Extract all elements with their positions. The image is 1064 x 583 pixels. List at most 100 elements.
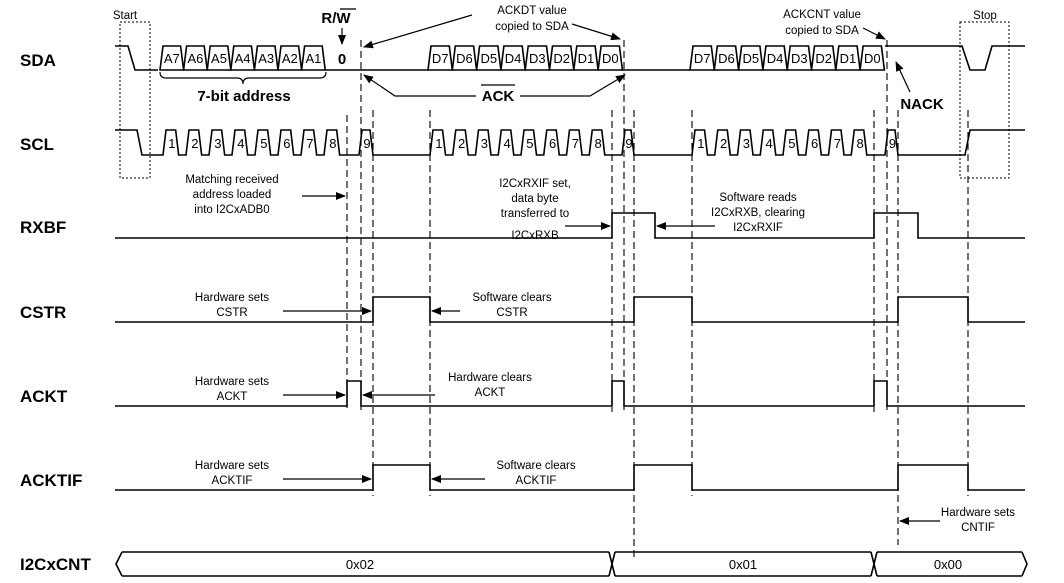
clock-number: 7 <box>572 136 579 151</box>
address-bit-cell <box>206 45 232 71</box>
data-bit-byte2-label: D3 <box>791 51 808 66</box>
data-bit-byte1-label: D6 <box>456 51 473 66</box>
clock-number: 7 <box>834 136 841 151</box>
sw-reads-annotation-3: I2CxRXIF <box>733 222 783 234</box>
hw-sets-cstr-2: CSTR <box>216 307 247 319</box>
clock-number: 1 <box>697 136 704 151</box>
address-bit-cell <box>253 45 279 71</box>
data-bit-byte1-label: D2 <box>553 51 570 66</box>
matching-annotation-1: Matching received <box>185 174 278 186</box>
scl-waveform <box>115 129 1025 156</box>
ackdt-arrow-right <box>571 23 621 41</box>
acktif-waveform <box>115 464 1025 491</box>
address-bit-cell <box>277 45 303 71</box>
data-bit-byte2-cell <box>786 45 813 71</box>
clock-number: 1 <box>435 136 442 151</box>
signal-label-rxbf: RXBF <box>20 218 66 237</box>
clock-number: 9 <box>363 136 370 151</box>
start-label: Start <box>113 10 138 22</box>
clock-number: 4 <box>237 136 244 151</box>
address-bit-cell <box>229 45 256 71</box>
clock-number: 1 <box>168 136 175 151</box>
signal-label-scl: SCL <box>20 135 54 154</box>
clock-number: 5 <box>260 136 267 151</box>
rxbf-waveform <box>115 212 1025 239</box>
stop-condition-box <box>959 21 1010 179</box>
clock-number: 3 <box>743 136 750 151</box>
address-bit-label: A4 <box>235 51 251 66</box>
sw-clears-cstr-2: CSTR <box>496 307 527 319</box>
data-bit-byte1-label: D5 <box>480 51 497 66</box>
data-bit-byte1-cell <box>475 45 502 71</box>
clock-number: 6 <box>283 136 290 151</box>
data-bit-byte2-label: D7 <box>694 51 711 66</box>
ackcnt-annotation-2: copied to SDA <box>785 25 859 37</box>
rxif-annotation-1: I2CxRXIF set, <box>499 178 571 190</box>
sw-clears-acktif-2: ACKTIF <box>516 475 557 487</box>
data-bit-byte2-label: D4 <box>767 51 784 66</box>
data-bit-byte1-cell <box>427 45 454 71</box>
sda-waveform <box>115 45 1025 71</box>
stop-label: Stop <box>973 10 997 22</box>
data-bit-byte2-label: D0 <box>864 51 881 66</box>
clock-number: 3 <box>481 136 488 151</box>
data-bit-byte1-label: D7 <box>432 51 449 66</box>
clock-number: 8 <box>856 136 863 151</box>
data-bit-byte1-cell <box>548 45 575 71</box>
clock-number: 8 <box>329 136 336 151</box>
data-bit-byte2-cell <box>834 45 862 71</box>
hw-clears-ackt-2: ACKT <box>475 387 506 399</box>
data-bit-byte1-cell <box>524 45 551 71</box>
rw-label: R/W <box>321 10 351 27</box>
clock-number: 2 <box>191 136 198 151</box>
clock-number: 2 <box>458 136 465 151</box>
ack-arrow-left <box>363 74 476 97</box>
cnt-bus-segment <box>877 551 1022 577</box>
nack-arrow <box>895 61 911 93</box>
data-bit-byte2-label: D5 <box>742 51 759 66</box>
clock-number: 9 <box>889 136 896 151</box>
hw-clears-ackt-1: Hardware clears <box>448 372 532 384</box>
data-bit-byte1-label: D1 <box>578 51 595 66</box>
matching-annotation-2: address loaded <box>193 189 272 201</box>
ackdt-arrow-left <box>363 14 473 49</box>
address-bit-cell <box>300 45 327 71</box>
signal-label-cstr: CSTR <box>20 303 66 322</box>
ackcnt-annotation-1: ACKCNT value <box>783 9 861 21</box>
cnt-bus-transitions <box>115 551 1028 577</box>
address-bit-label: A3 <box>258 51 274 66</box>
ackt-waveform <box>115 380 1025 407</box>
data-bit-byte2-cell <box>737 45 764 71</box>
data-bit-byte2-cell <box>859 45 886 71</box>
rxif-annotation-3: transferred to <box>501 208 569 220</box>
data-bit-byte1-cell <box>499 45 527 71</box>
cstr-waveform <box>115 296 1025 323</box>
data-bit-byte2-cell <box>689 45 716 71</box>
ack-label: ACK <box>482 88 515 105</box>
address-bit-label: A2 <box>282 51 298 66</box>
address-brace <box>159 71 327 85</box>
clock-number: 9 <box>625 136 632 151</box>
clock-number: 3 <box>214 136 221 151</box>
rw-value: 0 <box>338 51 346 68</box>
timing-guide-lines <box>346 40 969 560</box>
ackcnt-arrow <box>862 27 886 40</box>
data-bit-byte2-cell <box>713 45 740 71</box>
address-bit-label: A5 <box>211 51 227 66</box>
signal-label-acktif: ACKTIF <box>20 471 82 490</box>
signal-label-i2ccnt: I2CxCNT <box>20 555 91 574</box>
cnt-bus-segment <box>122 551 609 577</box>
hw-sets-cntif-1: Hardware sets <box>941 507 1015 519</box>
data-bit-byte2-label: D1 <box>840 51 857 66</box>
cnt-value-0x00: 0x00 <box>934 557 962 572</box>
sw-reads-annotation-1: Software reads <box>719 192 797 204</box>
data-bit-byte2-cell <box>810 45 837 71</box>
clock-number: 6 <box>549 136 556 151</box>
signal-label-ackt: ACKT <box>20 387 68 406</box>
address-bit-label: A6 <box>187 51 203 66</box>
matching-annotation-3: into I2CxADB0 <box>194 204 269 216</box>
hw-sets-acktif-1: Hardware sets <box>195 460 269 472</box>
data-bit-byte1-cell <box>572 45 600 71</box>
address-bit-cell <box>159 45 185 71</box>
